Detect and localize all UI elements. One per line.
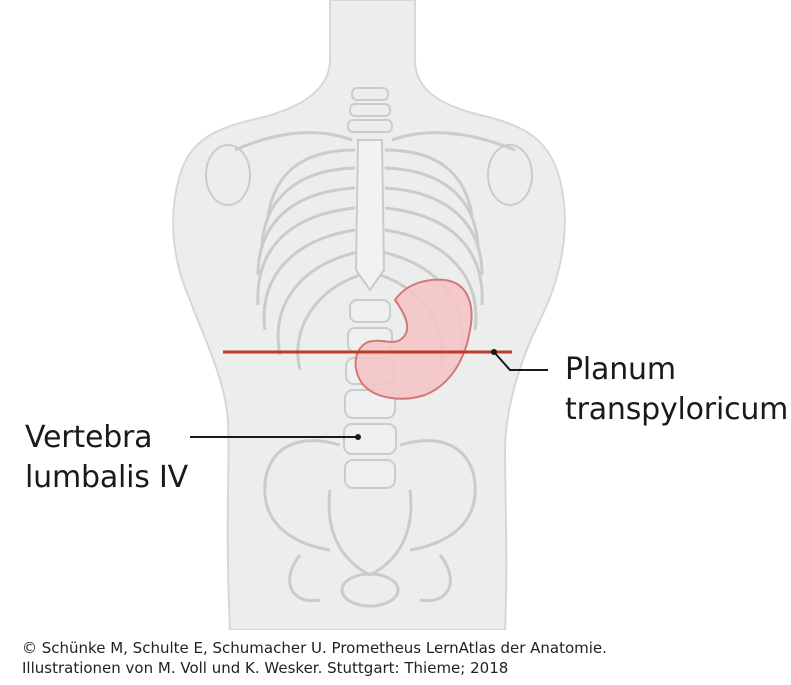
planum-label-line2: transpyloricum: [565, 392, 789, 427]
planum-label-line1: Planum: [565, 352, 676, 387]
planum-transpyloricum-label: Planum transpyloricum: [565, 350, 788, 430]
copyright-credit: © Schünke M, Schulte E, Schumacher U. Pr…: [22, 638, 607, 678]
planum-leader-line: [493, 351, 548, 371]
cervical-spine: [347, 87, 393, 133]
credit-line1: © Schünke M, Schulte E, Schumacher U. Pr…: [22, 639, 607, 657]
vertebra-lumbalis-label: Vertebra lumbalis IV: [25, 418, 188, 498]
stomach: [354, 278, 473, 400]
vertebra-label-line2: lumbalis IV: [25, 460, 189, 495]
sternum: [354, 139, 386, 292]
planum-leader-dot: [491, 349, 497, 355]
clavicles: [234, 131, 516, 152]
shoulder-joints: [205, 144, 533, 206]
pelvis: [263, 439, 477, 608]
credit-line2: Illustrationen von M. Voll und K. Wesker…: [22, 659, 509, 677]
torso-illustration: [172, 0, 566, 630]
vertebra-leader-dot: [355, 434, 361, 440]
vertebra-label-line1: Vertebra: [25, 420, 153, 455]
